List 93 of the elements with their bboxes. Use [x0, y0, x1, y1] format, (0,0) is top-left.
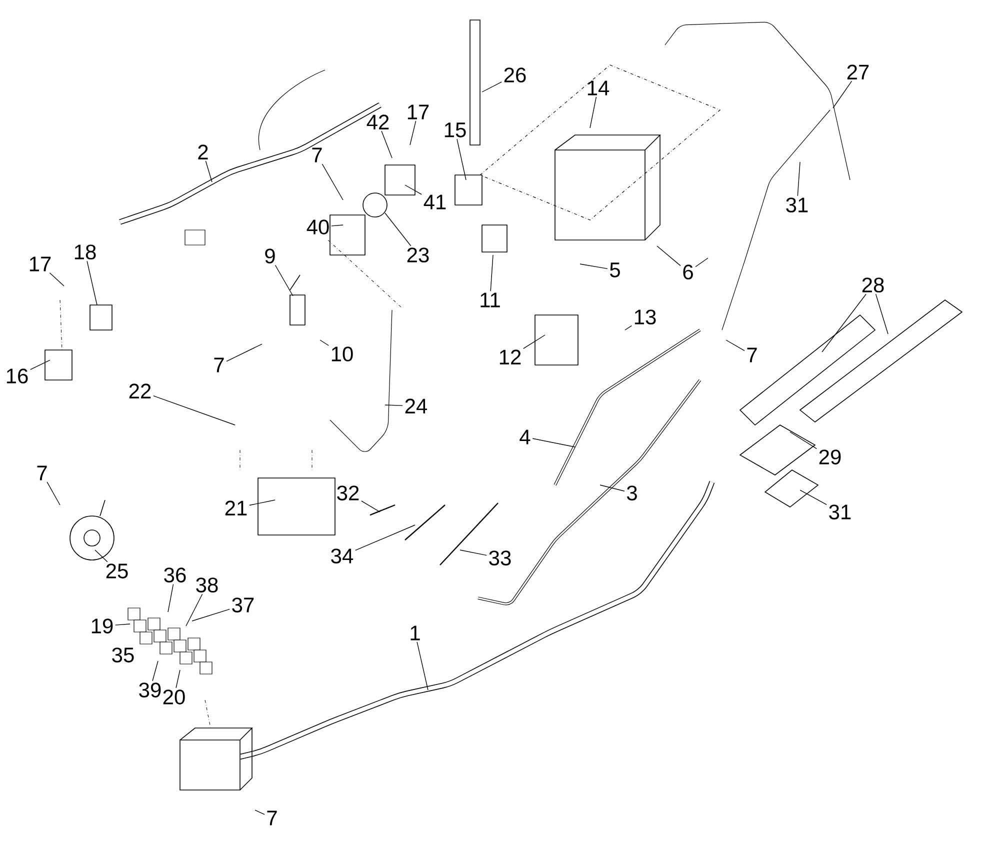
callout-number: 3 [626, 486, 637, 500]
leader-line [153, 395, 236, 426]
leader-line [404, 184, 422, 195]
leader-line [590, 96, 597, 128]
callout-number: 29 [819, 450, 841, 464]
callout-number: 7 [267, 810, 277, 826]
callout-number: 4 [520, 430, 530, 444]
leader-line [226, 344, 262, 362]
leader-line [482, 82, 502, 92]
callout-number: 7 [312, 148, 322, 162]
callout-number: 31 [786, 198, 808, 212]
callout-number: 5 [610, 262, 620, 278]
leader-line [176, 670, 180, 688]
callout-number: 15 [444, 122, 466, 138]
callout-number: 33 [489, 550, 511, 566]
leader-line [205, 160, 212, 182]
leader-line [800, 490, 827, 505]
leader-line [523, 334, 546, 349]
callout-number: 22 [129, 384, 151, 398]
callout-number: 32 [337, 486, 359, 500]
callout-number: 26 [504, 68, 526, 82]
leader-line [875, 294, 888, 334]
leader-line [46, 482, 60, 506]
leader-line [822, 294, 866, 352]
callout-number: 23 [407, 248, 429, 262]
leader-line [192, 608, 230, 622]
callout-number: 2 [198, 144, 208, 160]
leader-line [254, 810, 265, 815]
leader-line [695, 258, 708, 268]
leader-line [355, 524, 416, 551]
leader-line [456, 138, 466, 180]
leader-line [832, 80, 852, 108]
callout-number: 37 [232, 598, 254, 612]
callout-number: 9 [265, 248, 275, 264]
callout-number: 24 [405, 398, 428, 414]
callout-number: 21 [225, 500, 247, 516]
callout-number: 28 [862, 278, 884, 292]
leader-line [249, 500, 276, 506]
leader-line [168, 584, 174, 612]
leader-line [274, 264, 294, 296]
leader-line [490, 254, 494, 292]
leader-line [460, 550, 487, 556]
leader-line [790, 432, 817, 449]
callout-number: 40 [306, 220, 329, 234]
leader-line [384, 404, 403, 406]
leader-line [580, 264, 608, 270]
leader-line [797, 162, 800, 196]
callout-number: 27 [847, 64, 869, 80]
leader-line [381, 130, 392, 158]
callout-number: 36 [164, 568, 186, 582]
leader-line [94, 550, 108, 562]
leader-line [86, 260, 98, 306]
callout-number: 35 [112, 648, 134, 662]
callout-number: 41 [424, 194, 446, 210]
leader-line [532, 438, 576, 448]
leader-line [186, 594, 203, 626]
leader-line [30, 360, 50, 370]
callout-number: 20 [163, 690, 185, 704]
callout-number: 11 [480, 292, 500, 308]
leader-line [320, 340, 329, 346]
leader-line [322, 164, 344, 200]
callout-number: 19 [92, 618, 113, 634]
leader-line [361, 500, 380, 512]
leader-line [152, 660, 158, 682]
callout-number: 12 [500, 350, 521, 364]
leader-line [410, 120, 416, 146]
callout-number: 7 [214, 358, 224, 372]
leader-line [656, 246, 681, 266]
callout-number: 39 [139, 682, 161, 698]
callout-number: 10 [332, 346, 353, 362]
callout-number: 13 [634, 310, 656, 324]
callout-number: 17 [408, 104, 429, 120]
leader-line [600, 484, 625, 492]
callout-number: 38 [196, 578, 218, 592]
callout-number: 14 [588, 80, 610, 96]
leader-line [331, 224, 344, 226]
callout-number: 7 [747, 348, 757, 362]
callout-number: 6 [683, 264, 693, 280]
callout-number: 25 [106, 564, 128, 578]
callout-number: 34 [331, 548, 354, 564]
callout-number: 31 [829, 504, 851, 520]
leader-line [384, 212, 412, 246]
leader-line [726, 340, 745, 351]
leader-line [49, 272, 64, 286]
callout-number: 7 [37, 466, 47, 480]
leader-line [416, 642, 428, 690]
callout-number: 42 [366, 114, 389, 130]
callout-number: 18 [74, 244, 96, 260]
leader-line [624, 325, 632, 330]
callout-number: 1 [410, 626, 420, 640]
callout-number: 17 [30, 256, 51, 272]
callout-number: 16 [6, 368, 28, 384]
leader-line [115, 624, 130, 626]
